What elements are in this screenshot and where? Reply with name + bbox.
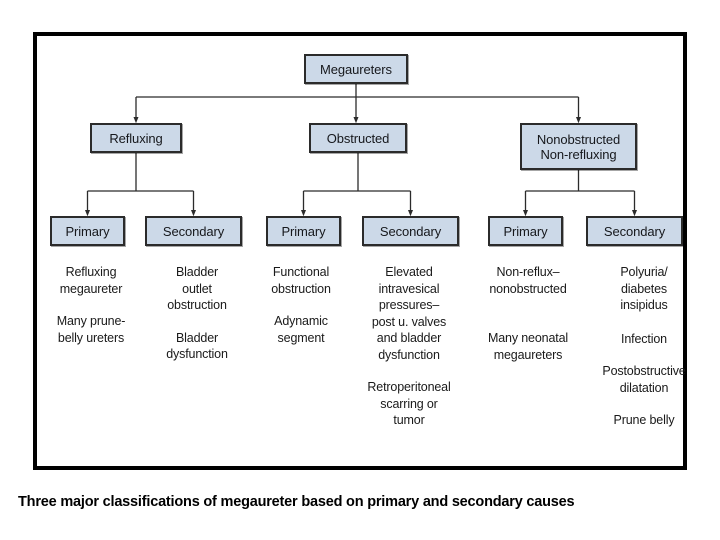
node-megaureters: Megaureters <box>304 54 408 84</box>
node-obstructed-secondary: Secondary <box>362 216 459 246</box>
cause-column-refluxing-primary: Refluxing megaureter Many prune- belly u… <box>35 264 147 362</box>
megaureter-classification-diagram: Megaureters Refluxing Obstructed Nonobst… <box>35 36 686 466</box>
cause-item: Refluxing megaureter <box>59 265 123 296</box>
node-refluxing-label: Refluxing <box>109 130 163 146</box>
node-obstructed: Obstructed <box>309 123 407 153</box>
figure-frame: Megaureters Refluxing Obstructed Nonobst… <box>33 32 687 470</box>
node-refluxing-secondary-label: Secondary <box>162 223 225 239</box>
cause-item: Functional obstruction <box>271 265 331 296</box>
cause-column-obstructed-primary: Functional obstruction Adynamic segment <box>251 264 351 362</box>
node-nonobstructed-nonrefluxing-label: Nonobstructed Non-refluxing <box>536 131 621 162</box>
cause-item: Postobstructive dilatation <box>602 364 686 395</box>
node-refluxing-primary: Primary <box>50 216 125 246</box>
node-megaureters-label: Megaureters <box>320 61 392 77</box>
cause-item: Prune belly <box>613 413 675 427</box>
figure-caption: Three major classifications of megaurete… <box>18 494 575 510</box>
cause-column-refluxing-secondary: Bladder outlet obstruction Bladder dysfu… <box>145 264 249 379</box>
node-nonobstructed-secondary-label: Secondary <box>603 223 666 239</box>
node-obstructed-label: Obstructed <box>326 130 390 146</box>
node-obstructed-secondary-label: Secondary <box>379 223 442 239</box>
cause-item: Infection <box>621 331 667 346</box>
cause-column-nonobstructed-primary: Non-reflux– nonobstructed Many neonatal … <box>467 264 589 379</box>
node-nonobstructed-primary-label: Primary <box>503 223 548 239</box>
node-nonobstructed-secondary: Secondary <box>586 216 683 246</box>
node-refluxing: Refluxing <box>90 123 182 153</box>
cause-item: Non-reflux– nonobstructed <box>489 265 567 296</box>
cause-column-obstructed-secondary: Elevated intravesical pressures– post u.… <box>353 264 465 445</box>
cause-column-nonobstructed-secondary: Polyuria/ diabetes insipidus Infection P… <box>589 264 699 445</box>
cause-item: Bladder outlet obstruction <box>167 265 227 312</box>
cause-item: Bladder dysfunction <box>166 330 228 362</box>
node-refluxing-primary-label: Primary <box>65 223 110 239</box>
cause-item: Many neonatal megaureters <box>487 331 569 362</box>
node-refluxing-secondary: Secondary <box>145 216 242 246</box>
node-nonobstructed-nonrefluxing: Nonobstructed Non-refluxing <box>520 123 637 170</box>
node-obstructed-primary-label: Primary <box>281 223 326 239</box>
cause-item: Many prune- belly ureters <box>56 314 126 345</box>
cause-lists: Refluxing megaureter Many prune- belly u… <box>35 264 686 464</box>
connector-lines <box>84 84 638 217</box>
node-obstructed-primary: Primary <box>266 216 341 246</box>
cause-item: Adynamic segment <box>274 314 328 345</box>
cause-item: Polyuria/ diabetes insipidus <box>620 265 668 312</box>
cause-item: Elevated intravesical pressures– post u.… <box>371 265 447 362</box>
node-nonobstructed-primary: Primary <box>488 216 563 246</box>
cause-item: Retroperitoneal scarring or tumor <box>367 380 451 427</box>
